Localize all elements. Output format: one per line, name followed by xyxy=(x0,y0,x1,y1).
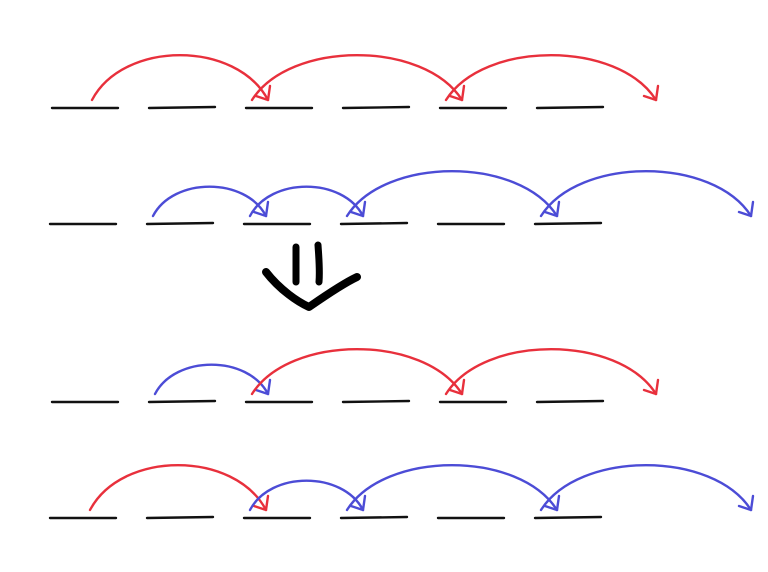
row-4-mixed xyxy=(48,463,755,520)
jump-arc xyxy=(153,363,270,396)
blank-line xyxy=(145,221,215,226)
row-2-blue xyxy=(48,170,755,226)
jump-arc xyxy=(444,54,658,102)
blank-line xyxy=(339,515,409,520)
arrow-shaft-right xyxy=(314,241,323,286)
arrowhead xyxy=(543,494,561,512)
blank-line xyxy=(341,105,411,110)
jump-arc xyxy=(345,464,559,512)
blank-line xyxy=(145,515,215,520)
blank-line xyxy=(339,221,409,226)
jump-arc xyxy=(90,53,270,102)
rows-layer xyxy=(48,53,755,520)
blank-line xyxy=(535,399,605,404)
arrow-head xyxy=(262,268,361,311)
row-3-mixed xyxy=(50,348,660,404)
arrowhead xyxy=(737,494,755,512)
blank-line xyxy=(535,105,605,110)
blank-line xyxy=(341,399,411,404)
jump-arc xyxy=(539,170,753,218)
jump-arc xyxy=(88,463,268,512)
jump-arc xyxy=(345,170,559,218)
jump-arc xyxy=(250,54,464,102)
jump-arc xyxy=(250,348,464,396)
blank-line xyxy=(147,399,217,404)
jump-arc xyxy=(444,348,658,396)
blank-line xyxy=(533,221,603,226)
arrowhead xyxy=(349,494,367,512)
transition-arrow xyxy=(262,241,361,311)
arrowhead xyxy=(642,378,660,396)
jump-arc xyxy=(248,479,365,512)
arrowhead xyxy=(448,378,466,396)
arrowhead xyxy=(543,200,561,218)
row-1-red xyxy=(50,53,660,110)
jump-arc xyxy=(539,464,753,512)
blank-line xyxy=(533,515,603,520)
arrowhead xyxy=(642,84,660,102)
arrowhead xyxy=(737,200,755,218)
jump-arc xyxy=(248,185,365,218)
arrowhead xyxy=(254,378,272,396)
arrowhead xyxy=(252,494,270,512)
arrowhead xyxy=(448,84,466,102)
jump-arc xyxy=(151,185,268,218)
arrowhead xyxy=(252,200,270,218)
arrowhead xyxy=(254,84,272,102)
blank-line xyxy=(147,105,217,110)
arrowhead xyxy=(349,200,367,218)
